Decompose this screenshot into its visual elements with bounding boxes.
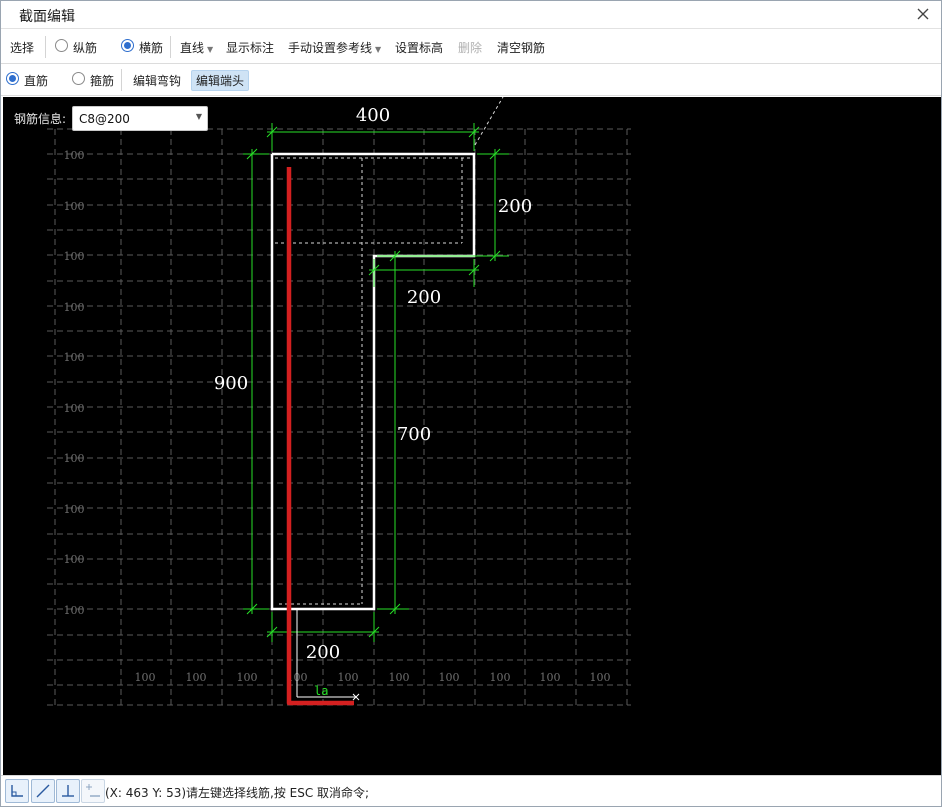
dim-top: 400 [356, 105, 390, 126]
anchor-label: la [314, 684, 328, 698]
transverse-radio[interactable] [121, 39, 134, 52]
stirrup-radio[interactable] [72, 72, 85, 85]
grid-label: 100 [64, 351, 85, 364]
show-dims-button[interactable]: 显示标注 [226, 41, 275, 55]
grid-label: 100 [64, 200, 85, 213]
chevron-down-icon: ▼ [207, 45, 214, 54]
perpendicular-icon [62, 785, 74, 797]
reference-lines [275, 97, 504, 605]
ortho-mode-button[interactable] [5, 779, 29, 803]
window-title: 截面编辑 [19, 9, 75, 25]
dim-right: 700 [397, 424, 431, 445]
grid-label: 100 [439, 671, 460, 684]
grid-label: 100 [64, 402, 85, 415]
close-icon[interactable] [913, 4, 933, 24]
snap-mode-button[interactable] [81, 779, 105, 803]
straight-bar-radio[interactable] [6, 72, 19, 85]
longitudinal-radio[interactable] [55, 39, 68, 52]
grid-label: 100 [64, 503, 85, 516]
grid-label: 100 [490, 671, 511, 684]
main-toolbar: 选择 纵筋 横筋 直线▼ 显示标注 手动设置参考线▼ 设置标高 删除 清空钢筋 [1, 30, 941, 64]
snap-icon [86, 784, 100, 797]
dim-right-top: 200 [498, 196, 532, 217]
rebar-info-label: 钢筋信息: [14, 112, 67, 126]
grid-label: 100 [64, 553, 85, 566]
dimension-texts: 400 200 200 900 700 200 [214, 105, 532, 663]
transverse-label[interactable]: 横筋 [139, 41, 164, 55]
grid-labels: 100 100 100 100 100 100 100 100 100 100 100 100 100 1… [64, 149, 611, 684]
grid-label: 100 [64, 301, 85, 314]
clear-rebar-button[interactable]: 清空钢筋 [497, 41, 546, 55]
set-elevation-button[interactable]: 设置标高 [395, 41, 444, 55]
rebar-info-combobox[interactable]: C8@200 ▼ [72, 106, 208, 131]
grid-label: 100 [64, 250, 85, 263]
grid-label: 100 [338, 671, 359, 684]
section-outline [270, 152, 476, 611]
status-message: (X: 463 Y: 53)请左键选择线筋,按 ESC 取消命令; [105, 786, 370, 800]
stirrup-label[interactable]: 箍筋 [90, 74, 115, 88]
grid-label: 100 [64, 604, 85, 617]
section-drawing[interactable]: 100 100 100 100 100 100 100 100 100 100 100 100 100 1… [3, 97, 941, 775]
grid-label: 100 [64, 149, 85, 162]
grid-label: 100 [237, 671, 258, 684]
grid-label: 100 [590, 671, 611, 684]
toolbar-divider [45, 36, 46, 58]
chevron-down-icon: ▼ [375, 45, 382, 54]
secondary-toolbar: 直筋 箍筋 编辑弯钩 编辑端头 [1, 64, 941, 96]
grid-label: 100 [64, 452, 85, 465]
drawing-canvas[interactable]: 100 100 100 100 100 100 100 100 100 100 100 100 100 1… [3, 97, 941, 775]
edit-hook-button[interactable]: 编辑弯钩 [133, 74, 182, 88]
longitudinal-label[interactable]: 纵筋 [73, 41, 98, 55]
manual-ref-dropdown[interactable]: 手动设置参考线▼ [288, 39, 381, 56]
grid-label: 100 [186, 671, 207, 684]
ortho-icon [11, 785, 23, 797]
chevron-down-icon: ▼ [195, 112, 202, 121]
manual-ref-label: 手动设置参考线 [288, 41, 373, 55]
title-bar: 截面编辑 [1, 1, 941, 29]
dimension-lines [243, 123, 509, 642]
diagonal-line-icon [36, 784, 50, 798]
toolbar-divider [170, 36, 171, 58]
grid-label: 100 [540, 671, 561, 684]
grid-label: 100 [135, 671, 156, 684]
grid-label: 100 [389, 671, 410, 684]
straight-bar-label[interactable]: 直筋 [24, 74, 49, 88]
rebar-info-value: C8@200 [79, 112, 130, 126]
delete-button[interactable]: 删除 [458, 41, 483, 55]
dim-left: 900 [214, 373, 248, 394]
status-bar: (X: 463 Y: 53)请左键选择线筋,按 ESC 取消命令; [1, 775, 941, 806]
edit-end-button[interactable]: 编辑端头 [191, 70, 250, 91]
grid-lines [47, 128, 631, 709]
select-button[interactable]: 选择 [10, 41, 35, 55]
anchor-marker: la [296, 609, 360, 701]
perpendicular-mode-button[interactable] [56, 779, 80, 803]
dim-bottom: 200 [306, 642, 340, 663]
line-dropdown-label: 直线 [180, 41, 205, 55]
polar-mode-button[interactable] [31, 779, 55, 803]
dim-step: 200 [407, 287, 441, 308]
toolbar-divider [121, 69, 122, 91]
rebar-line[interactable] [286, 167, 354, 706]
line-dropdown[interactable]: 直线▼ [180, 39, 213, 56]
